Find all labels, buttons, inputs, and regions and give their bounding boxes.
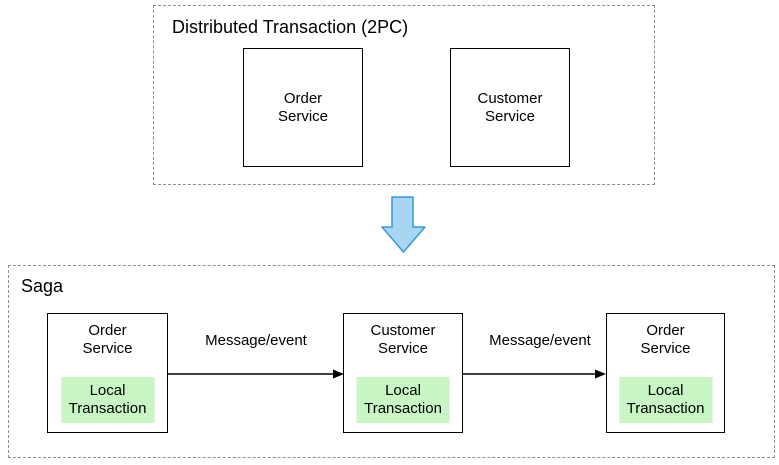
two-phase-commit-title: Distributed Transaction (2PC)	[172, 17, 409, 37]
saga-step-order-service-box: Order Service Local Transaction	[47, 313, 168, 433]
message-event-label-2: Message/event	[489, 332, 591, 349]
saga-step-1-service-label: Order Service	[82, 322, 133, 357]
two-phase-commit-group: Distributed Transaction (2PC) Order Serv…	[153, 5, 655, 185]
saga-group: Saga Order Service Local Transaction Mes…	[8, 265, 775, 458]
customer-service-label: Customer Service	[477, 89, 543, 125]
local-transaction-label: Local Transaction	[626, 382, 705, 417]
saga-step-customer-service-box: Customer Service Local Transaction	[343, 313, 463, 433]
customer-service-box-2pc: Customer Service	[450, 48, 570, 167]
saga-title: Saga	[21, 276, 64, 296]
saga-step-2-service-label: Customer Service	[370, 322, 436, 357]
local-transaction-badge: Local Transaction	[619, 377, 712, 423]
down-arrow-icon	[381, 196, 426, 254]
local-transaction-label: Local Transaction	[364, 382, 442, 417]
order-service-box-2pc: Order Service	[243, 48, 363, 167]
message-event-label-1: Message/event	[205, 332, 307, 349]
saga-step-order-service-box-2: Order Service Local Transaction	[606, 313, 725, 433]
message-arrow-2	[462, 368, 606, 380]
local-transaction-badge: Local Transaction	[61, 377, 154, 423]
saga-step-3-service-label: Order Service	[640, 322, 691, 357]
local-transaction-badge: Local Transaction	[356, 377, 450, 423]
order-service-label: Order Service	[277, 89, 329, 125]
local-transaction-label: Local Transaction	[68, 382, 147, 417]
message-arrow-1	[168, 368, 344, 380]
